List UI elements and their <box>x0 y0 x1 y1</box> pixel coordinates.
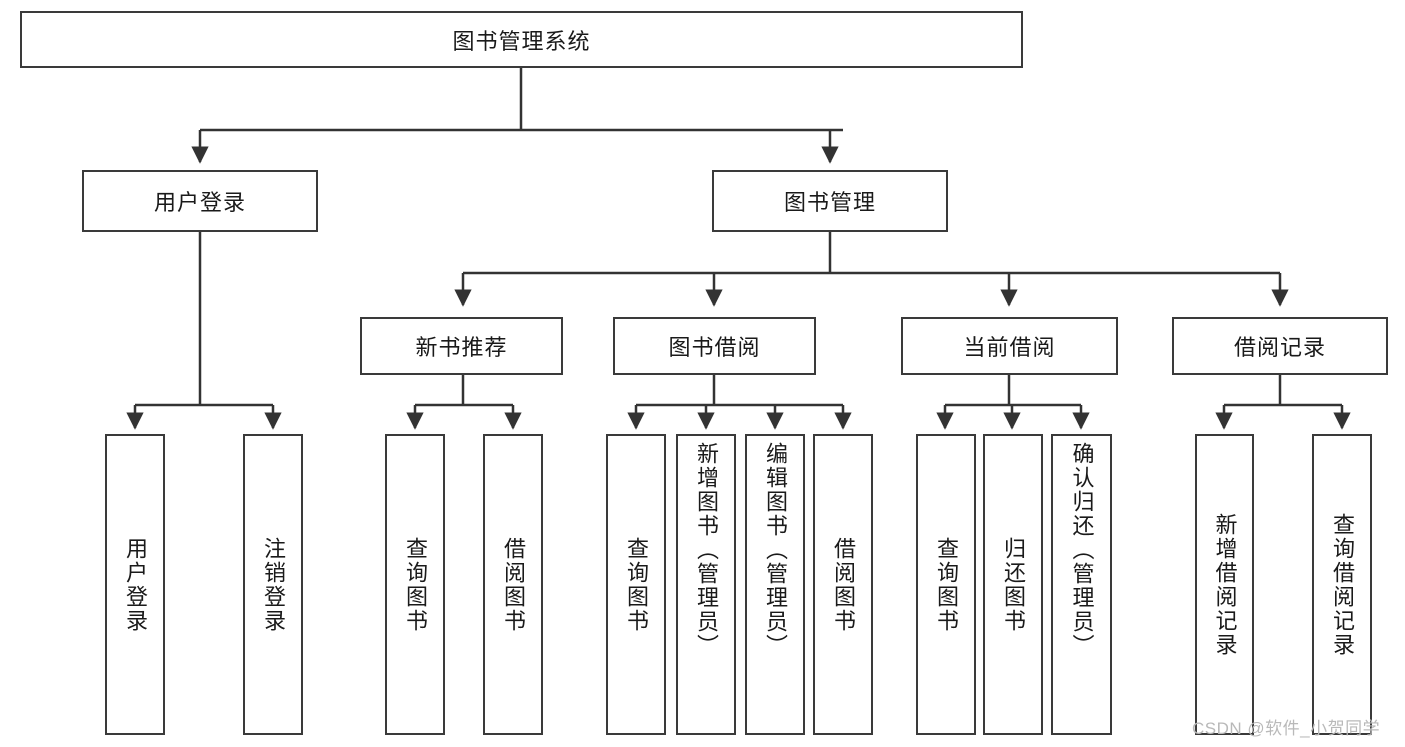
node-label: 编辑图书（管理员） <box>763 442 788 658</box>
leaf-query-book-1[interactable]: 查询图书 <box>385 434 445 735</box>
node-label: 借阅记录 <box>1233 335 1326 360</box>
leaf-add-book[interactable]: 新增图书（管理员） <box>676 434 736 735</box>
node-new-book-rec[interactable]: 新书推荐 <box>360 317 563 375</box>
node-label: 查询借阅记录 <box>1330 512 1355 657</box>
leaf-edit-book[interactable]: 编辑图书（管理员） <box>745 434 805 735</box>
leaf-user-login[interactable]: 用户登录 <box>105 434 165 735</box>
leaf-borrow-book-1[interactable]: 借阅图书 <box>483 434 543 735</box>
node-label: 借阅图书 <box>831 536 856 633</box>
leaf-logout[interactable]: 注销登录 <box>243 434 303 735</box>
node-label: 新增图书（管理员） <box>694 442 719 658</box>
node-label: 用户登录 <box>153 190 246 215</box>
leaf-query-record[interactable]: 查询借阅记录 <box>1312 434 1372 735</box>
leaf-return-book[interactable]: 归还图书 <box>983 434 1043 735</box>
node-user-login[interactable]: 用户登录 <box>82 170 318 232</box>
node-current-borrow[interactable]: 当前借阅 <box>901 317 1118 375</box>
node-label: 注销登录 <box>261 536 286 633</box>
leaf-query-book-3[interactable]: 查询图书 <box>916 434 976 735</box>
node-label: 查询图书 <box>934 536 959 633</box>
leaf-confirm-return[interactable]: 确认归还（管理员） <box>1051 434 1112 735</box>
node-label: 用户登录 <box>123 536 148 633</box>
leaf-add-record[interactable]: 新增借阅记录 <box>1195 434 1254 735</box>
node-label: 图书管理 <box>783 190 876 215</box>
node-book-manage[interactable]: 图书管理 <box>712 170 948 232</box>
watermark: CSDN @软件_小贺同学 <box>1192 719 1381 738</box>
node-label: 查询图书 <box>403 536 428 633</box>
node-label: 当前借阅 <box>963 335 1056 360</box>
node-label: 图书管理系统 <box>452 28 591 54</box>
node-root[interactable]: 图书管理系统 <box>20 11 1023 68</box>
node-label: 新增借阅记录 <box>1212 512 1238 657</box>
node-label: 查询图书 <box>624 536 649 633</box>
node-borrow-record[interactable]: 借阅记录 <box>1172 317 1388 375</box>
node-label: 归还图书 <box>1001 536 1026 633</box>
leaf-borrow-book-2[interactable]: 借阅图书 <box>813 434 873 735</box>
node-label: 图书借阅 <box>668 335 761 360</box>
node-label: 确认归还（管理员） <box>1069 442 1095 658</box>
leaf-query-book-2[interactable]: 查询图书 <box>606 434 666 735</box>
node-label: 新书推荐 <box>415 335 508 360</box>
node-book-borrow[interactable]: 图书借阅 <box>613 317 816 375</box>
node-label: 借阅图书 <box>501 536 526 633</box>
